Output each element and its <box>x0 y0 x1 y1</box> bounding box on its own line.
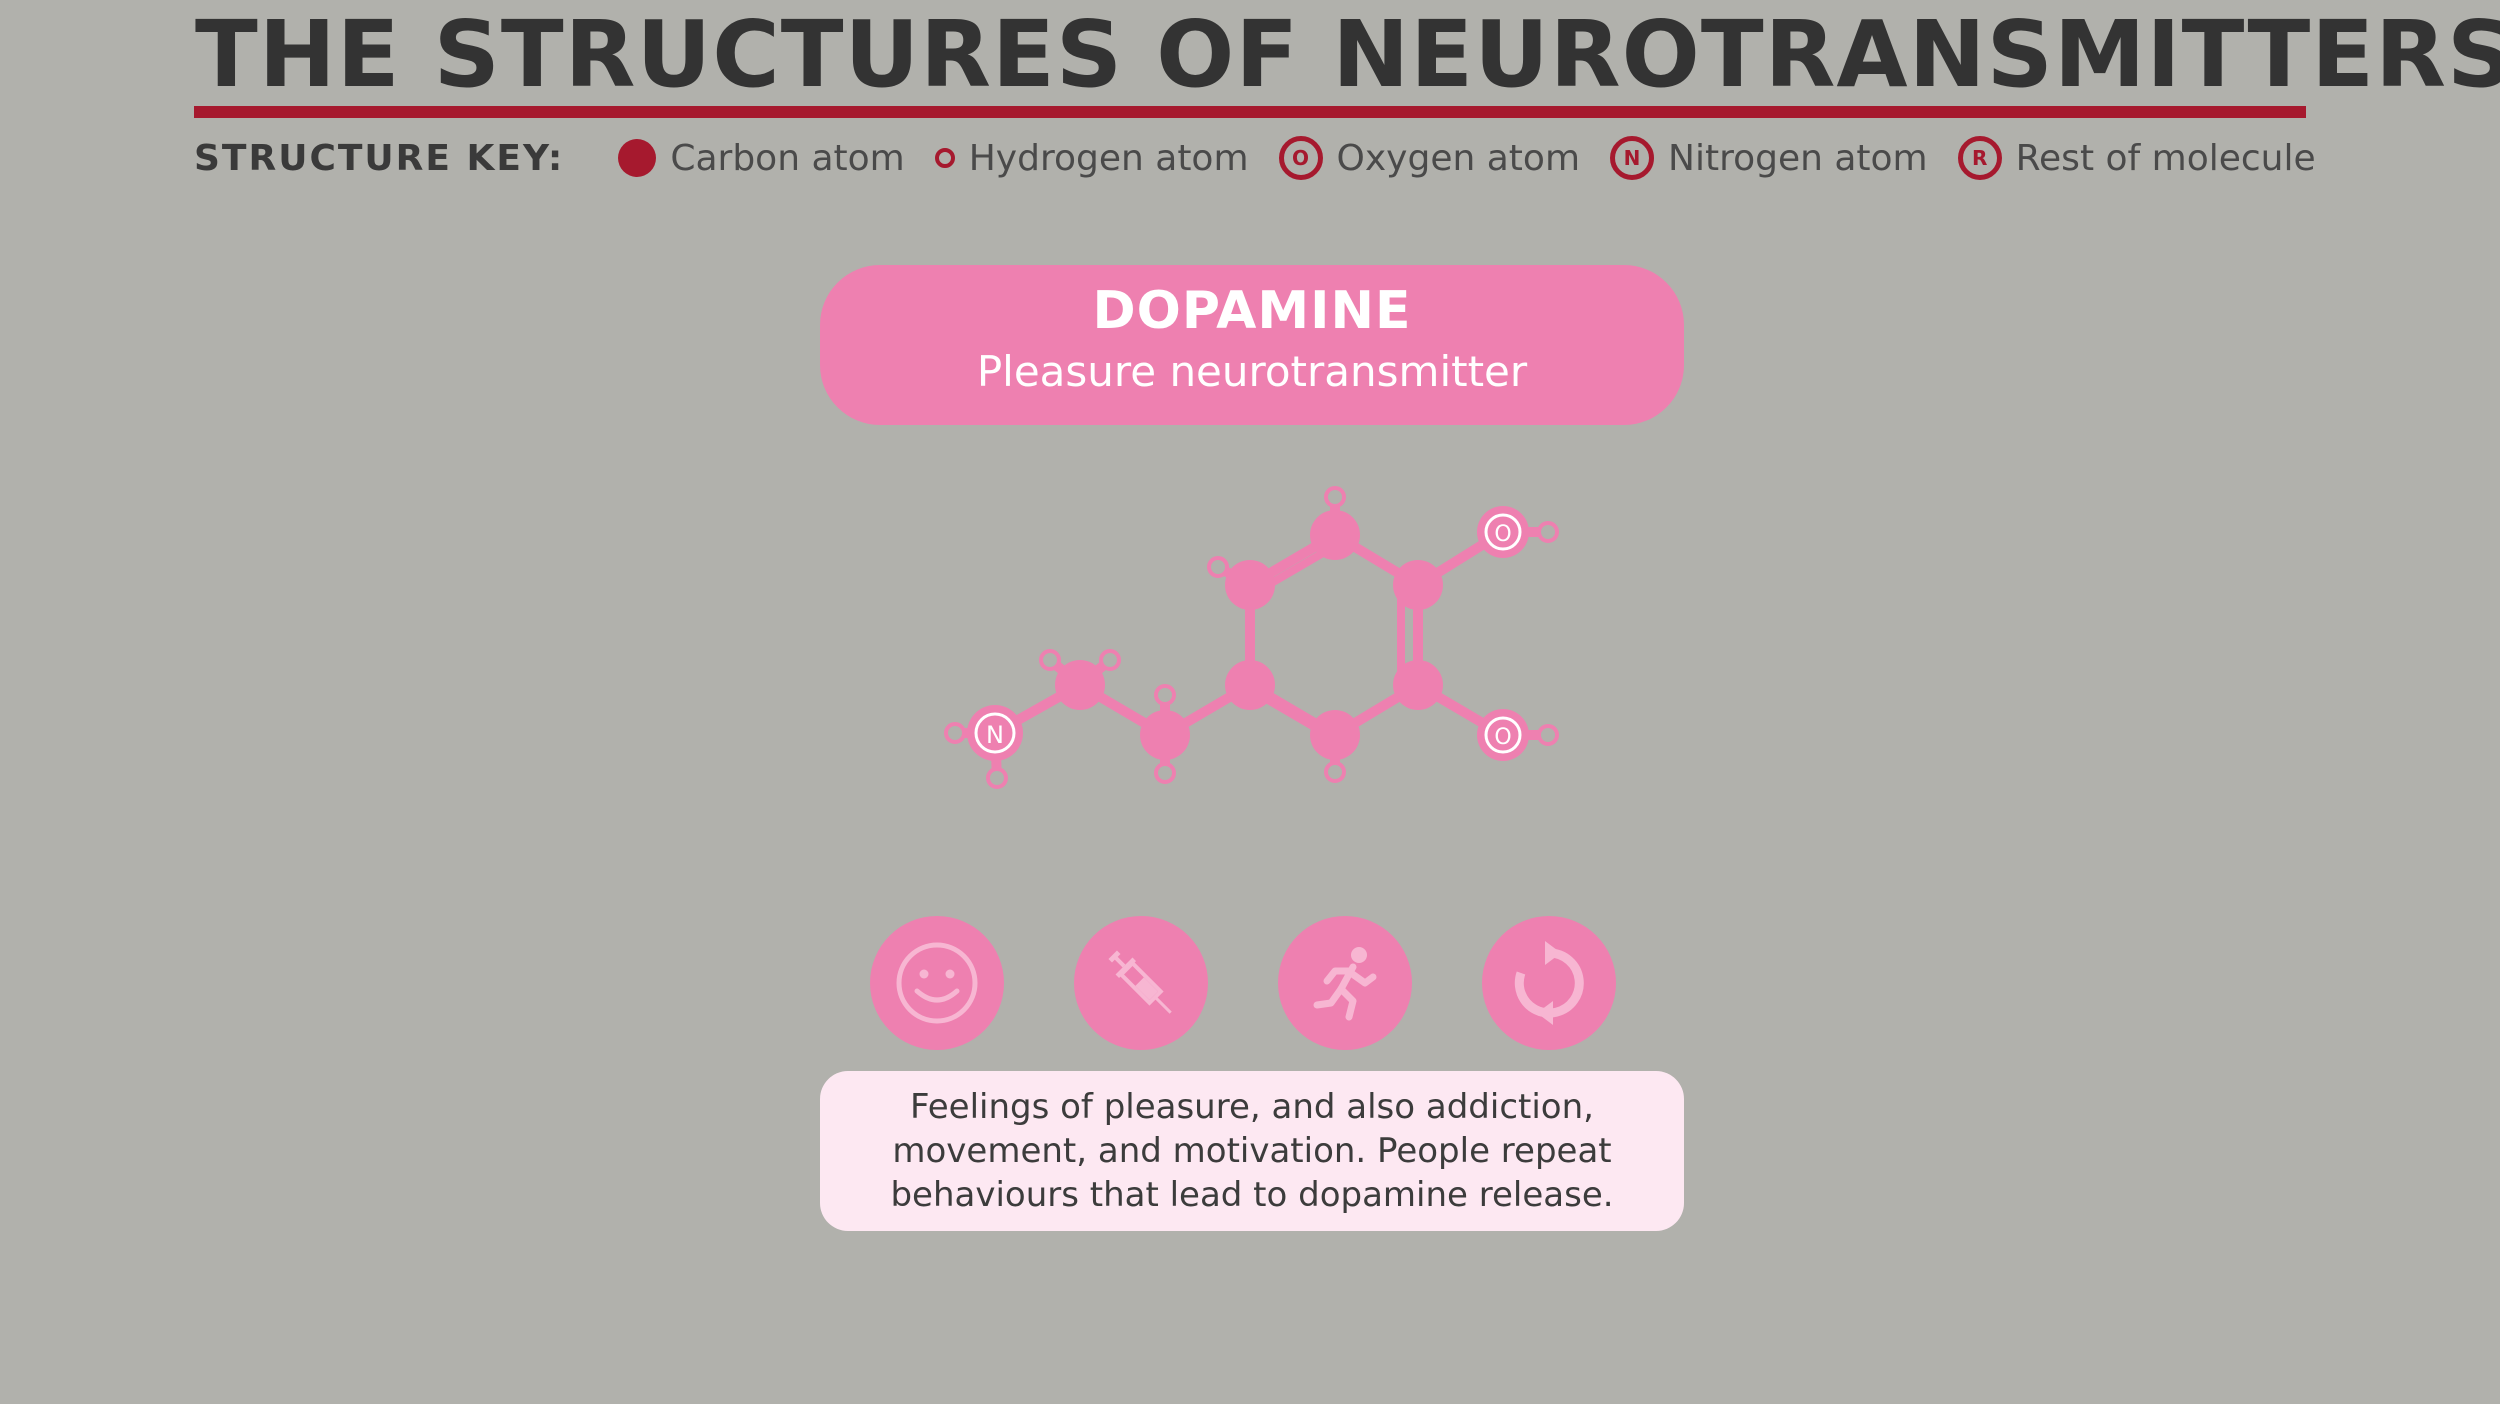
structure-key: STRUCTURE KEY: Carbon atom Hydrogen atom… <box>194 128 2316 188</box>
title-underline <box>194 106 2306 118</box>
neurotransmitter-subtitle: Pleasure neurotransmitter <box>976 347 1528 396</box>
molecule-carbon-atoms <box>1055 510 1443 760</box>
hydrogen-atom-icon <box>934 148 955 168</box>
cycle-arrows-icon-badge <box>1482 916 1616 1050</box>
syringe-icon <box>1108 950 1172 1014</box>
key-item-nitrogen: N Nitrogen atom <box>1610 136 1928 180</box>
structure-key-label: STRUCTURE KEY: <box>194 137 565 179</box>
description-box: Feelings of pleasure, and also addiction… <box>820 1071 1684 1231</box>
description-text: Feelings of pleasure, and also addiction… <box>890 1087 1614 1215</box>
molecule-bonds <box>950 492 1551 783</box>
key-item-hydrogen: Hydrogen atom <box>934 137 1249 179</box>
key-item-rest: R Rest of molecule <box>1957 136 2316 180</box>
smiley-icon <box>896 942 978 1024</box>
oxygen-label: O <box>1494 522 1511 547</box>
oxygen-atom-icon: O <box>1278 136 1323 180</box>
key-item-label: Nitrogen atom <box>1668 137 1928 179</box>
key-item-oxygen: O Oxygen atom <box>1278 136 1581 180</box>
oxygen-label: O <box>1494 725 1511 750</box>
running-person-icon-badge <box>1278 916 1412 1050</box>
molecule-oxygen-atoms: O O <box>1477 506 1529 761</box>
key-item-label: Carbon atom <box>670 137 905 179</box>
rest-of-molecule-icon: R <box>1957 136 2002 180</box>
key-item-label: Hydrogen atom <box>968 137 1249 179</box>
name-banner: DOPAMINE Pleasure neurotransmitter <box>820 265 1684 425</box>
smiley-icon-badge <box>870 916 1004 1050</box>
syringe-icon-badge <box>1074 916 1208 1050</box>
page-title: THE STRUCTURES OF NEUROTRANSMITTERS <box>195 1 2500 108</box>
molecule-nitrogen-atom: N <box>967 705 1023 761</box>
key-item-label: Rest of molecule <box>2015 137 2316 179</box>
nitrogen-atom-icon: N <box>1610 136 1655 180</box>
molecule-hydrogen-atoms <box>944 486 1559 789</box>
running-person-icon <box>1313 947 1377 1021</box>
cycle-arrows-icon <box>1514 941 1584 1025</box>
key-item-label: Oxygen atom <box>1336 137 1581 179</box>
carbon-atom-icon <box>618 139 657 177</box>
key-item-carbon: Carbon atom <box>618 137 905 179</box>
nitrogen-label: N <box>986 721 1004 749</box>
neurotransmitter-name: DOPAMINE <box>1092 281 1412 341</box>
